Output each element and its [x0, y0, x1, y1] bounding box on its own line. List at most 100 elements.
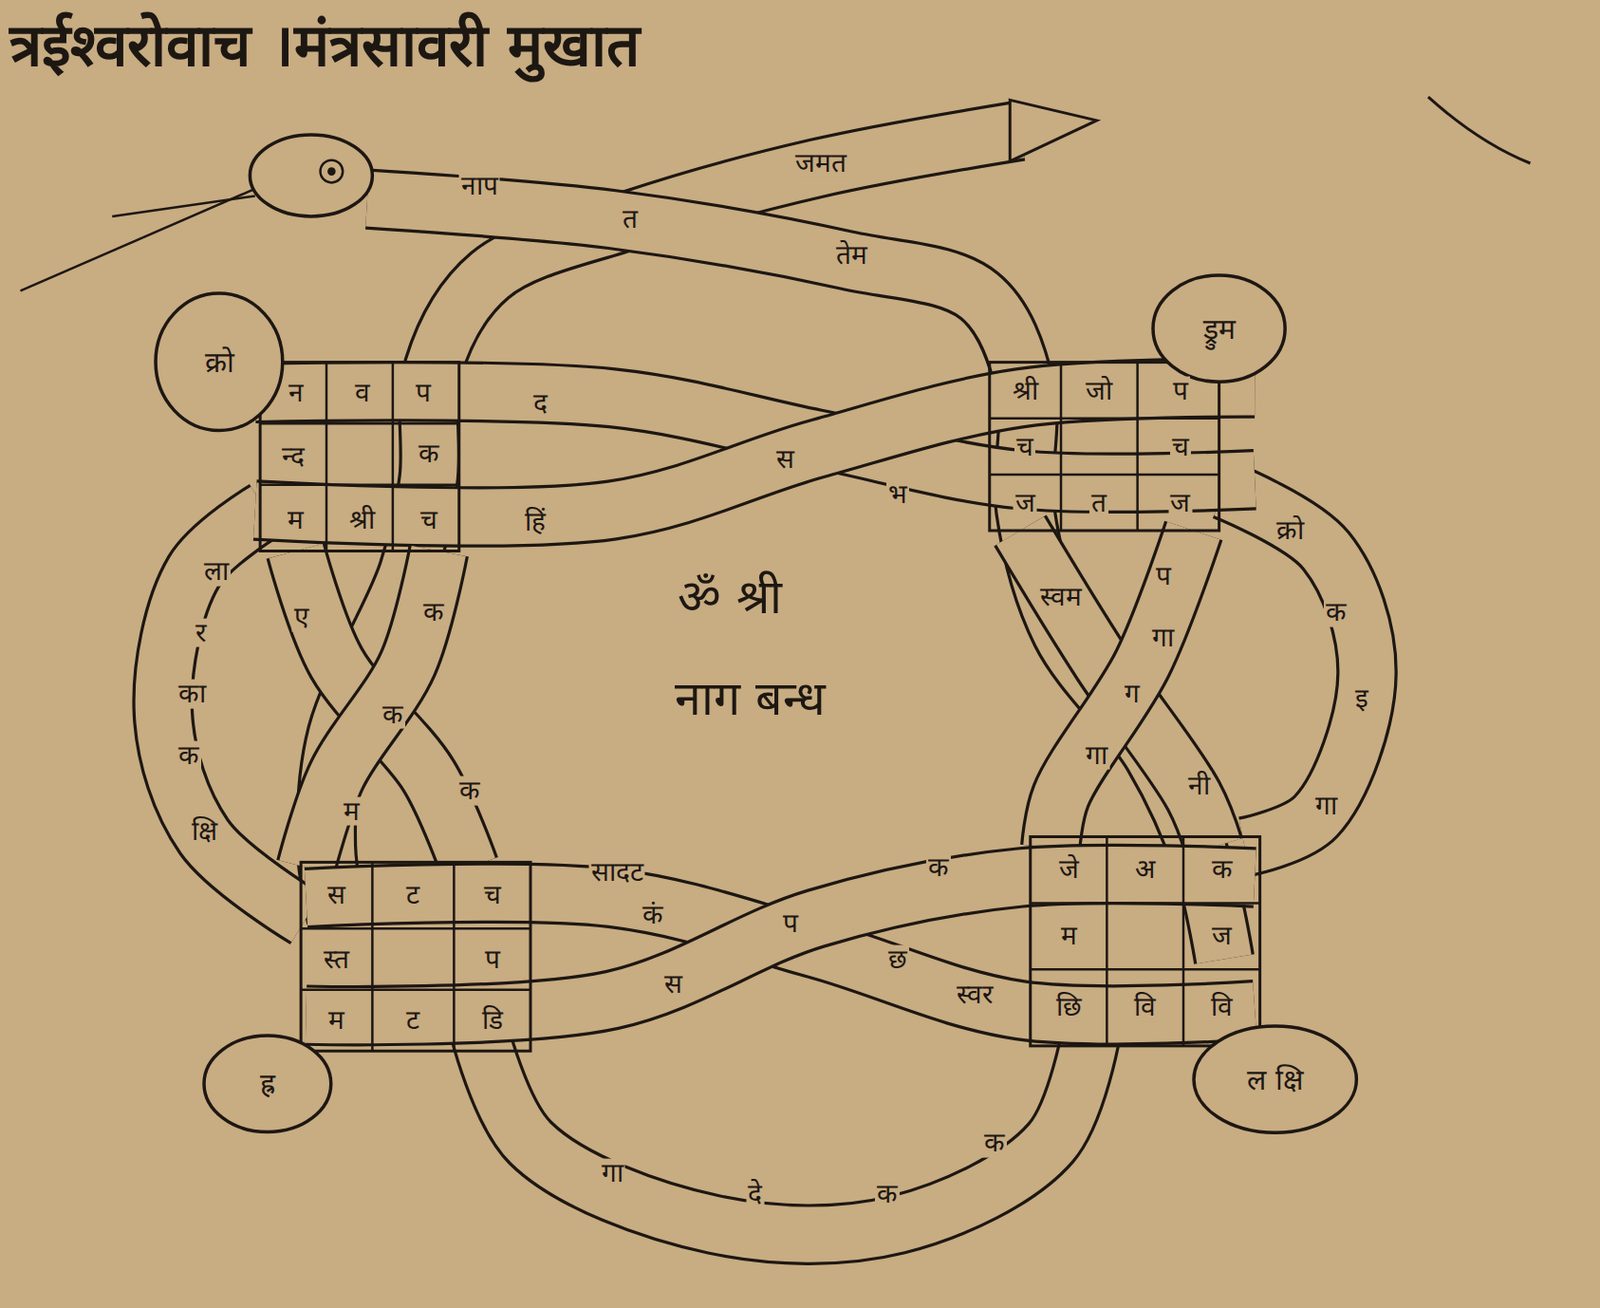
band-letter: गा — [599, 1158, 626, 1189]
grid-frame — [1030, 837, 1261, 1046]
band-letter: डि — [480, 1005, 505, 1036]
band-letter: श्री — [1010, 375, 1041, 406]
band-letter: भ — [886, 480, 910, 510]
snake-band-body — [306, 551, 440, 868]
band-letter: नी — [1186, 770, 1212, 800]
band-letter: क — [176, 740, 202, 770]
band-letter: स्वम — [1038, 581, 1084, 612]
band-letter: गा — [1313, 791, 1340, 821]
band-letter: म — [326, 1005, 347, 1036]
band-letter: ट — [404, 879, 422, 910]
band-letter: क — [1323, 597, 1349, 628]
snake-band-outline — [1050, 530, 1194, 847]
band-letter: ए — [292, 602, 311, 633]
band-letter: अ — [1133, 854, 1157, 884]
corner-loop: ड्रुम — [1150, 272, 1288, 385]
band-letter: म — [1059, 920, 1080, 950]
band-letter: क्षि — [189, 817, 220, 847]
band-letter: छ — [886, 944, 910, 974]
loop-outline — [1193, 1025, 1357, 1133]
grid-line — [371, 861, 374, 1051]
grid-line — [452, 861, 456, 1051]
band-letter: ज — [1168, 488, 1192, 519]
snake-tongue — [111, 195, 256, 217]
band-letter: नाप — [459, 170, 501, 201]
band-letter: स्वर — [954, 980, 995, 1010]
snake-tail — [1009, 99, 1097, 162]
snake-band-outline — [1224, 489, 1368, 847]
band-letter: प — [483, 944, 503, 974]
band-letter: न — [286, 377, 306, 408]
band-letter: जो — [1083, 375, 1115, 406]
snake-band-body — [1020, 530, 1214, 847]
band-letter: ग — [1122, 679, 1142, 709]
snake-band-outline — [296, 551, 470, 868]
band-letter: स — [662, 969, 685, 1000]
band-letter: ज — [1209, 920, 1234, 950]
band-letter: ला — [202, 557, 231, 587]
band-letter: गा — [1083, 740, 1110, 770]
grid-line — [1135, 362, 1139, 531]
corner-loop: क्रो — [152, 290, 286, 434]
band-letter: द — [531, 388, 550, 418]
band-letter: श्री — [347, 505, 377, 536]
title-flourish — [1428, 96, 1531, 164]
grid-line — [300, 988, 531, 992]
band-letter: त — [1089, 488, 1109, 519]
snake-band-body — [306, 874, 1256, 1016]
page-heading: त्रईश्वरोवाच ।मंत्रसावरी मुखात — [9, 11, 640, 79]
band-letter: जमत — [793, 148, 849, 179]
grid-line — [260, 422, 460, 426]
band-letter: क — [926, 852, 951, 882]
band-letter: र — [193, 617, 208, 648]
band-letter: स्त — [321, 944, 352, 974]
band-letter: कं — [640, 900, 666, 931]
band-letter: इ — [1353, 684, 1371, 714]
band-letter: छि — [1054, 992, 1084, 1023]
grid-line — [989, 473, 1220, 477]
snake-head — [249, 134, 373, 217]
loop-letters: ड्रुम — [1203, 313, 1236, 345]
loop-outline — [204, 1035, 332, 1133]
center-inscription: ॐ श्री — [675, 570, 784, 623]
snake-band-outline — [1020, 530, 1214, 847]
loop-letters: ल क्षि — [1246, 1063, 1304, 1096]
band-letter: वि — [1132, 992, 1158, 1023]
band-letter: जे — [1057, 854, 1081, 884]
snake-band-outline — [255, 387, 1256, 517]
band-letter: स — [325, 879, 348, 910]
snake-band-outline — [306, 551, 440, 868]
band-letter: क — [457, 776, 483, 806]
band-letter: प — [781, 908, 800, 938]
snake-pupil — [327, 167, 336, 176]
band-letter: च — [1170, 431, 1191, 462]
band-letter: गा — [1150, 622, 1176, 652]
band-letter: प — [413, 377, 433, 408]
loop-letters: ह्र — [260, 1067, 276, 1099]
snake-eye — [320, 160, 344, 184]
snake-band-outline — [479, 1030, 1092, 1235]
corner-loop: ह्र — [201, 1032, 335, 1135]
snake-band-body — [255, 387, 1256, 517]
snake-band-body — [1224, 489, 1368, 847]
loop-letters: क्रो — [204, 346, 235, 378]
snake-band-body — [296, 551, 470, 868]
band-letter: तेम — [834, 240, 870, 270]
grid-line — [1182, 837, 1186, 1046]
band-letter: त — [620, 204, 640, 235]
band-letter: क — [380, 699, 406, 729]
grid-line — [260, 483, 460, 486]
grid-frame — [300, 861, 531, 1051]
grid-frame — [989, 362, 1220, 531]
band-letter: ज — [1013, 488, 1038, 519]
band-letter: व — [353, 377, 373, 408]
band-letter: हिं — [522, 507, 548, 538]
band-letter: न्द — [279, 441, 307, 471]
band-letter: ट — [404, 1005, 422, 1036]
band-letter: स — [774, 444, 797, 474]
band-letter: प — [1171, 375, 1191, 406]
grid-line — [1030, 967, 1261, 971]
grid-line — [391, 362, 395, 552]
band-letter: म — [285, 505, 306, 536]
band-letter: च — [418, 505, 440, 536]
